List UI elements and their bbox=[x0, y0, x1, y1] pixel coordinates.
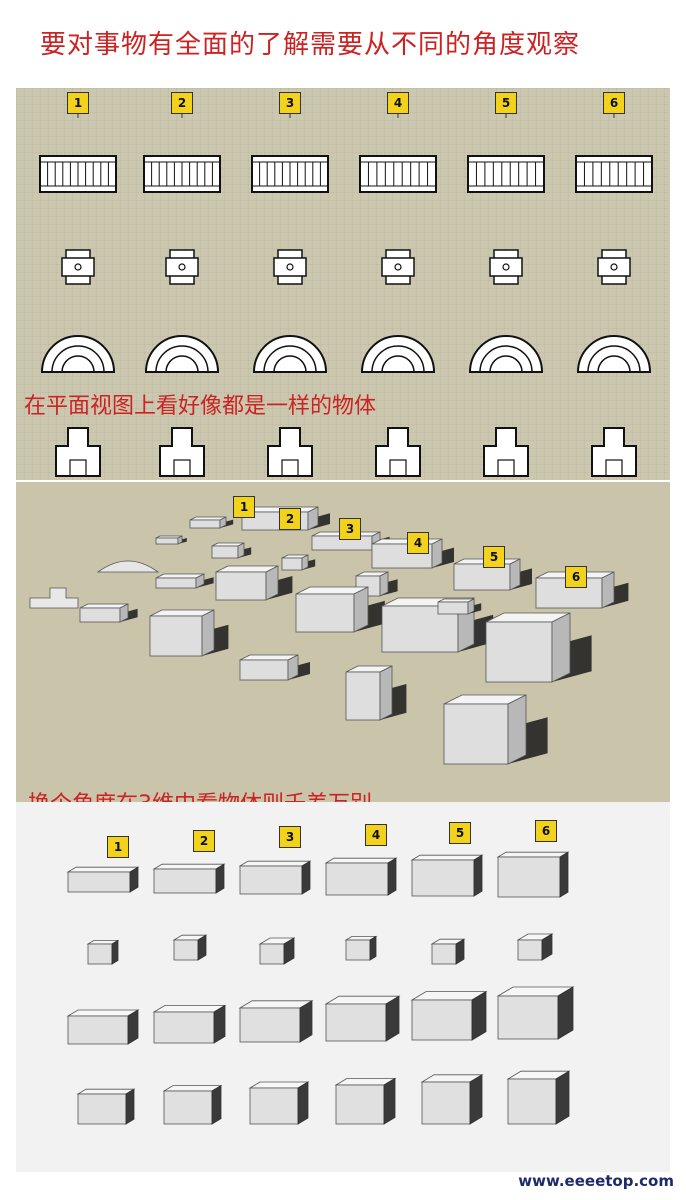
isometric-label-5: 5 bbox=[449, 822, 471, 844]
perspective-label-2: 2 bbox=[279, 508, 301, 530]
plan-arch-1 bbox=[40, 335, 116, 373]
persp-cross-2 bbox=[239, 654, 310, 681]
isometric-label-1: 1 bbox=[107, 836, 129, 858]
isometric-label-6: 6 bbox=[535, 820, 557, 842]
persp-flat-cross bbox=[29, 587, 79, 609]
iso-cylinder-4 bbox=[344, 935, 378, 961]
perspective-label-5: 5 bbox=[483, 546, 505, 568]
plan-cylinder-3 bbox=[273, 249, 307, 285]
plan-cylinder-2 bbox=[165, 249, 199, 285]
isometric-panel bbox=[16, 802, 670, 1172]
plan-arch-3 bbox=[252, 335, 328, 373]
iso-arch-3 bbox=[238, 1000, 314, 1043]
persp-flat-arch bbox=[96, 560, 160, 573]
isometric-label-4: 4 bbox=[365, 824, 387, 846]
plan-label-3: 3 bbox=[279, 92, 301, 114]
persp-arch-big bbox=[485, 612, 592, 683]
persp-arch-mid bbox=[215, 565, 293, 601]
iso-stair-4 bbox=[324, 857, 398, 896]
iso-block-3 bbox=[248, 1081, 310, 1125]
plan-block-6 bbox=[591, 427, 637, 477]
plan-stair-2 bbox=[143, 155, 221, 193]
iso-stair-6 bbox=[496, 851, 570, 898]
perspective-drawings bbox=[29, 506, 629, 765]
persp-low-cross bbox=[79, 603, 138, 623]
iso-cylinder-5 bbox=[430, 938, 466, 965]
iso-cylinder-3 bbox=[258, 937, 296, 965]
iso-stair-2 bbox=[152, 863, 226, 894]
persp-grate bbox=[189, 516, 234, 529]
persp-small-3 bbox=[437, 598, 482, 615]
iso-arch-6 bbox=[496, 986, 575, 1040]
iso-block-6 bbox=[506, 1070, 571, 1125]
perspective-label-1: 1 bbox=[233, 496, 255, 518]
iso-stair-5 bbox=[410, 854, 484, 897]
iso-arch-5 bbox=[410, 990, 488, 1041]
plan-cylinder-4 bbox=[381, 249, 415, 285]
plan-block-1 bbox=[55, 427, 101, 477]
persp-small-plate bbox=[155, 535, 187, 545]
plan-view-drawings bbox=[39, 114, 653, 477]
plan-cylinder-1 bbox=[61, 249, 95, 285]
perspective-label-4: 4 bbox=[407, 532, 429, 554]
plan-block-5 bbox=[483, 427, 529, 477]
plan-block-2 bbox=[159, 427, 205, 477]
iso-block-4 bbox=[334, 1077, 397, 1125]
site-watermark: www.eeeetop.com bbox=[518, 1172, 674, 1190]
plan-block-3 bbox=[267, 427, 313, 477]
iso-arch-2 bbox=[152, 1004, 227, 1044]
persp-small-block bbox=[211, 542, 252, 559]
iso-arch-4 bbox=[324, 995, 401, 1042]
plan-view-caption: 在平面视图上看好像都是一样的物体 bbox=[24, 394, 377, 419]
perspective-panel bbox=[16, 482, 670, 802]
persp-cylinder bbox=[355, 571, 398, 597]
iso-cylinder-1 bbox=[86, 939, 120, 965]
plan-block-4 bbox=[375, 427, 421, 477]
plan-label-6: 6 bbox=[603, 92, 625, 114]
iso-cylinder-6 bbox=[516, 933, 554, 961]
persp-arch-tall bbox=[295, 586, 385, 633]
iso-block-1 bbox=[76, 1088, 136, 1125]
plan-cylinder-5 bbox=[489, 249, 523, 285]
iso-cylinder-2 bbox=[172, 934, 208, 961]
plan-stair-3 bbox=[251, 155, 329, 193]
plan-label-1: 1 bbox=[67, 92, 89, 114]
iso-stair-1 bbox=[66, 866, 140, 893]
iso-arch-1 bbox=[66, 1009, 140, 1045]
plan-arch-5 bbox=[468, 335, 544, 373]
plan-stair-4 bbox=[359, 155, 437, 193]
plan-arch-4 bbox=[360, 335, 436, 373]
persp-small-2 bbox=[281, 554, 316, 571]
plan-cylinder-6 bbox=[597, 249, 631, 285]
isometric-label-2: 2 bbox=[193, 830, 215, 852]
plan-label-2: 2 bbox=[171, 92, 193, 114]
persp-tower-2 bbox=[443, 694, 548, 765]
persp-tower-1 bbox=[345, 665, 407, 721]
plan-arch-2 bbox=[144, 335, 220, 373]
plan-label-4: 4 bbox=[387, 92, 409, 114]
plan-stair-6 bbox=[575, 155, 653, 193]
plan-view-panel bbox=[16, 88, 670, 480]
iso-block-5 bbox=[420, 1074, 484, 1125]
persp-cross-block bbox=[149, 609, 229, 657]
iso-block-2 bbox=[162, 1084, 223, 1125]
perspective-label-3: 3 bbox=[339, 518, 361, 540]
iso-stair-3 bbox=[238, 860, 312, 895]
perspective-label-6: 6 bbox=[565, 566, 587, 588]
plan-stair-5 bbox=[467, 155, 545, 193]
plan-stair-1 bbox=[39, 155, 117, 193]
plan-arch-6 bbox=[576, 335, 652, 373]
isometric-drawings bbox=[66, 851, 575, 1125]
page-title: 要对事物有全面的了解需要从不同的角度观察 bbox=[40, 30, 581, 60]
plan-label-5: 5 bbox=[495, 92, 517, 114]
persp-arch-low bbox=[155, 573, 214, 589]
isometric-label-3: 3 bbox=[279, 826, 301, 848]
header: 要对事物有全面的了解需要从不同的角度观察 bbox=[0, 0, 686, 88]
